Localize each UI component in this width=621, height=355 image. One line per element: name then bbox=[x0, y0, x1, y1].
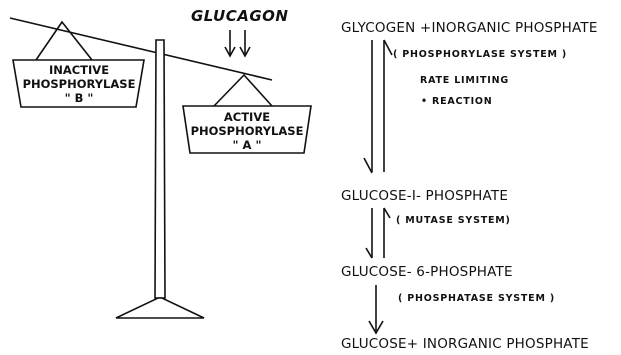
step-glucose-1-phosphate: GLUCOSE-I- PHOSPHATE bbox=[341, 190, 508, 204]
left-pan-line-2: PHOSPHORYLASE bbox=[18, 77, 140, 91]
balance-stand bbox=[155, 40, 165, 298]
arrow-g1p-to-g6p bbox=[366, 208, 390, 258]
glucagon-label: GLUCAGON bbox=[191, 9, 288, 24]
enzyme-phosphorylase: ( PHOSPHORYLASE SYSTEM ) bbox=[393, 50, 567, 60]
right-pan-line-2: PHOSPHORYLASE bbox=[186, 124, 308, 138]
right-pan-line-1: ACTIVE bbox=[186, 110, 308, 124]
left-pan-label: INACTIVE PHOSPHORYLASE " B " bbox=[18, 63, 140, 105]
enzyme-phosphatase: ( PHOSPHATASE SYSTEM ) bbox=[398, 294, 555, 304]
right-pan-label: ACTIVE PHOSPHORYLASE " A " bbox=[186, 110, 308, 152]
glucagon-arrows bbox=[225, 30, 250, 56]
rate-limiting-reaction-label: • REACTION bbox=[421, 97, 493, 107]
right-pan-line-3: " A " bbox=[186, 138, 308, 152]
enzyme-mutase: ( MUTASE SYSTEM) bbox=[396, 216, 511, 226]
left-pan-line-1: INACTIVE bbox=[18, 63, 140, 77]
step-glucose-6-phosphate: GLUCOSE- 6-PHOSPHATE bbox=[341, 266, 513, 280]
arrow-g6p-to-glucose bbox=[369, 285, 383, 333]
step-glycogen: GLYCOGEN +INORGANIC PHOSPHATE bbox=[341, 22, 598, 36]
balance-base bbox=[116, 298, 204, 318]
step-glucose-inorganic-phosphate: GLUCOSE+ INORGANIC PHOSPHATE bbox=[341, 338, 589, 352]
rate-limiting-label: RATE LIMITING bbox=[420, 76, 509, 86]
left-pan-line-3: " B " bbox=[18, 91, 140, 105]
arrow-glycogen-to-g1p bbox=[364, 40, 392, 173]
